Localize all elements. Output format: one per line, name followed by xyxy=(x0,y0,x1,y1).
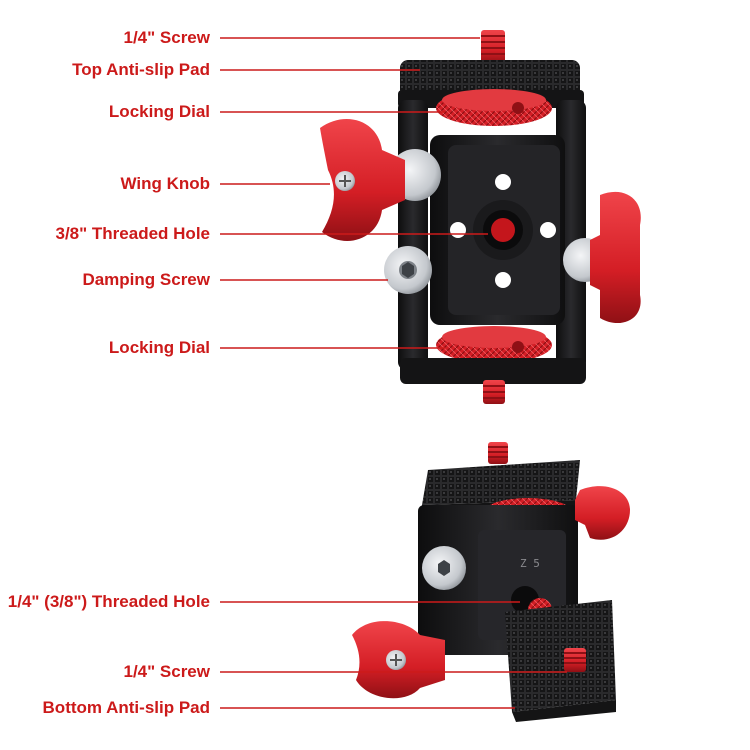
callout-locking-dial-top: Locking Dial xyxy=(108,102,210,121)
camera-mount-adapter-angled-view-icon: Z 5 xyxy=(352,442,630,722)
callout-locking-dial-bottom: Locking Dial xyxy=(108,338,210,357)
camera-mount-adapter-front-view-icon xyxy=(320,30,641,404)
callout-threaded-hole-38: 3/8" Threaded Hole xyxy=(55,224,211,243)
callout-threaded-hole-14-38: 1/4" (3/8") Threaded Hole xyxy=(7,592,210,611)
callout-top-anti-slip-pad: Top Anti-slip Pad xyxy=(72,60,210,79)
callout-wing-knob: Wing Knob xyxy=(120,174,210,193)
callout-damping-screw: Damping Screw xyxy=(82,270,210,289)
callout-screw-bottom: 1/4" Screw xyxy=(123,662,210,681)
callout-bottom-anti-slip-pad: Bottom Anti-slip Pad xyxy=(42,698,210,717)
callout-screw-top: 1/4" Screw xyxy=(123,28,210,47)
engraving-text: Z 5 xyxy=(520,557,540,570)
leader-lines xyxy=(220,37,567,709)
